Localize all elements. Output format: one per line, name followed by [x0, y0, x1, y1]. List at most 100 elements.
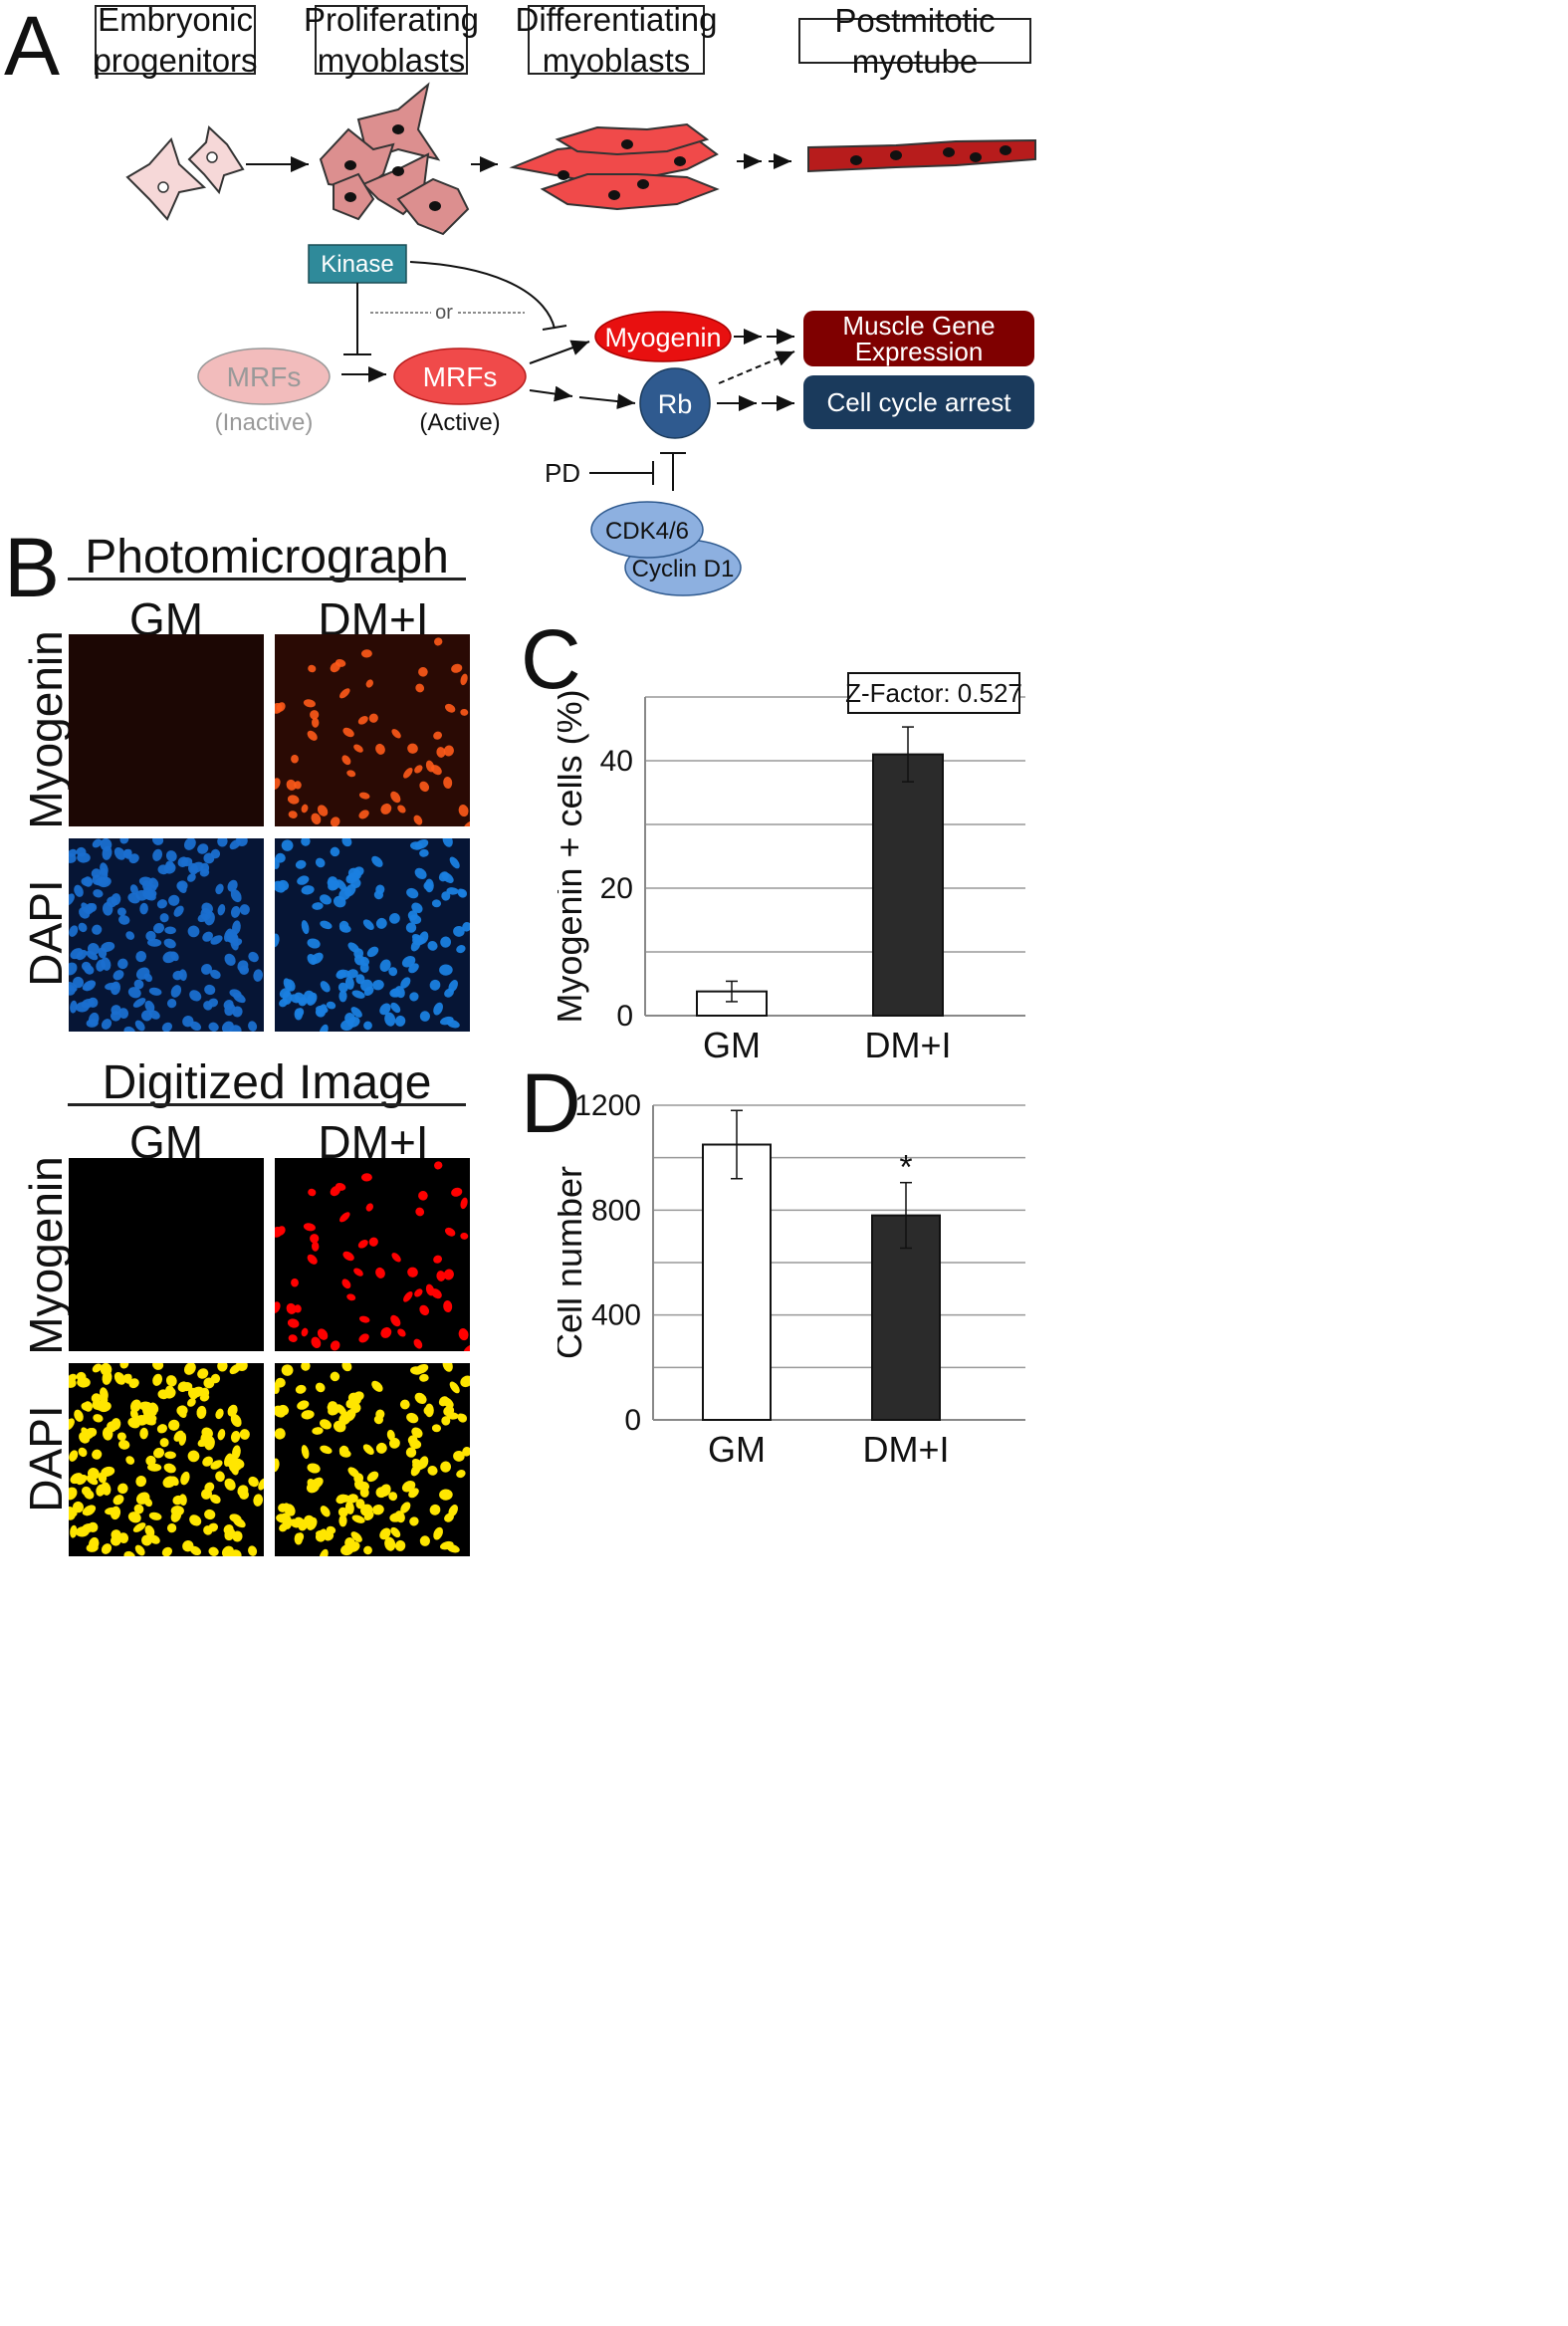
digitized-dapi-nucleus	[400, 1502, 411, 1513]
z-factor-annotation: Z-Factor: 0.527	[845, 672, 1022, 714]
dapi-nucleus	[411, 902, 423, 914]
dapi-nucleus	[372, 979, 384, 991]
dapi-nucleus	[312, 902, 324, 910]
dapi-nucleus	[229, 838, 241, 850]
digitized-dapi-nucleus	[333, 1420, 346, 1433]
digitized-dapi-nucleus	[147, 1463, 162, 1472]
dapi-nucleus	[319, 1024, 329, 1032]
digitized-dapi-nucleus	[110, 1506, 121, 1520]
dapi-nucleus	[145, 930, 156, 942]
inactive-note: (Inactive)	[215, 409, 314, 436]
dapi-nucleus	[102, 902, 113, 916]
digitized-myogenin-nucleus	[288, 1334, 298, 1342]
dapi-nucleus	[384, 1012, 396, 1027]
digitized-myogenin-nucleus	[341, 1279, 351, 1289]
dapi-nucleus	[229, 989, 242, 999]
digitized-myogenin-nucleus	[358, 1315, 370, 1323]
x-tick-label: DM+I	[862, 1429, 949, 1470]
digitized-dapi-nucleus	[142, 1415, 156, 1426]
digitized-dapi-nucleus	[165, 1385, 175, 1396]
digitized-dapi-nucleus	[362, 1444, 374, 1455]
digitized-myogenin-nucleus	[451, 1187, 463, 1197]
cell-cycle-box	[803, 375, 1034, 429]
digit-dapi-dm	[275, 1363, 470, 1556]
dapi-nucleus	[170, 985, 182, 998]
dapi-nucleus	[208, 1022, 219, 1032]
digitized-myogenin-nucleus	[431, 1288, 442, 1299]
myogenin-nucleus	[460, 673, 468, 686]
dapi-nucleus	[133, 979, 144, 990]
dapi-nucleus	[390, 1002, 401, 1014]
dapi-nucleus	[275, 933, 280, 948]
dapi-nucleus	[72, 976, 85, 989]
mrfs-active-label: MRFs	[423, 361, 498, 392]
digitized-dapi-nucleus	[306, 1481, 321, 1494]
dapi-nucleus	[248, 1021, 258, 1032]
myogenin-nucleus	[444, 703, 456, 713]
digitized-myogenin-nucleus	[307, 1254, 318, 1265]
dapi-nucleus	[92, 874, 103, 885]
dapi-nucleus	[283, 978, 293, 992]
digitized-dapi-nucleus	[453, 1450, 465, 1462]
dapi-nucleus	[164, 926, 176, 935]
myogenin-label: Myogenin	[604, 323, 721, 352]
digitized-dapi-nucleus	[276, 1513, 290, 1523]
digitized-dapi-nucleus	[341, 1363, 352, 1372]
digitized-myogenin-nucleus	[303, 1223, 316, 1232]
digitized-dapi-nucleus	[77, 1377, 91, 1388]
digitized-dapi-nucleus	[406, 1412, 419, 1424]
digitized-dapi-nucleus	[86, 1543, 99, 1552]
digitized-myogenin-nucleus	[433, 1255, 443, 1264]
dapi-nucleus	[123, 848, 132, 859]
myogenin-nucleus	[339, 688, 350, 699]
myogenin-nucleus	[443, 745, 454, 757]
digitized-dapi-nucleus	[372, 1504, 384, 1515]
digitized-myogenin-nucleus	[358, 1333, 369, 1343]
digitized-dapi-nucleus	[152, 1373, 163, 1386]
digitized-dapi-nucleus	[217, 1363, 228, 1372]
mrfs-inactive-label: MRFs	[227, 361, 302, 392]
digitized-dapi-nucleus	[350, 1402, 361, 1414]
dapi-nucleus	[296, 1008, 305, 1018]
digitized-dapi-nucleus	[183, 1363, 196, 1375]
dapi-nucleus	[341, 838, 352, 847]
dapi-nucleus	[142, 890, 156, 901]
digitized-dapi-nucleus	[102, 1427, 113, 1441]
digitized-dapi-nucleus	[141, 1534, 153, 1546]
myogenin-nucleus	[451, 663, 463, 673]
dapi-nucleus	[449, 856, 460, 869]
dapi-nucleus	[224, 953, 236, 966]
digitized-dapi-nucleus	[92, 1363, 103, 1373]
dapi-nucleus	[69, 893, 75, 906]
dapi-nucleus	[139, 902, 148, 915]
digitized-dapi-nucleus	[187, 1387, 199, 1400]
digitized-myogenin-nucleus	[276, 1226, 286, 1236]
myogenin-nucleus	[307, 730, 318, 741]
digitized-dapi-nucleus	[93, 1414, 104, 1423]
dapi-nucleus	[337, 982, 348, 993]
photo-myogenin-gm	[69, 634, 264, 826]
dapi-nucleus	[423, 881, 433, 891]
myogenin-nucleus	[311, 813, 322, 825]
digitized-myogenin-nucleus	[436, 1271, 446, 1281]
dapi-nucleus	[439, 964, 453, 976]
digitized-myogenin-nucleus	[357, 1239, 368, 1249]
digitized-dapi-nucleus	[301, 1363, 311, 1371]
digitized-dapi-nucleus	[70, 1473, 84, 1485]
dapi-nucleus	[221, 1021, 234, 1032]
bar-dmi	[872, 753, 944, 1017]
dapi-nucleus	[92, 838, 103, 848]
myogenin-nucleus	[317, 805, 329, 816]
digitized-dapi-nucleus	[134, 1544, 145, 1556]
digitized-dapi-nucleus	[163, 1463, 176, 1474]
digitized-dapi-nucleus	[371, 1380, 383, 1392]
digitized-dapi-nucleus	[319, 1548, 329, 1556]
digitized-dapi-nucleus	[189, 1514, 202, 1526]
dapi-nucleus	[353, 866, 364, 876]
dapi-nucleus	[347, 942, 359, 953]
dapi-nucleus	[199, 868, 210, 877]
dapi-nucleus	[307, 953, 318, 966]
digitized-dapi-nucleus	[196, 1405, 207, 1419]
dapi-nucleus	[112, 970, 124, 981]
dapi-nucleus	[135, 951, 147, 963]
